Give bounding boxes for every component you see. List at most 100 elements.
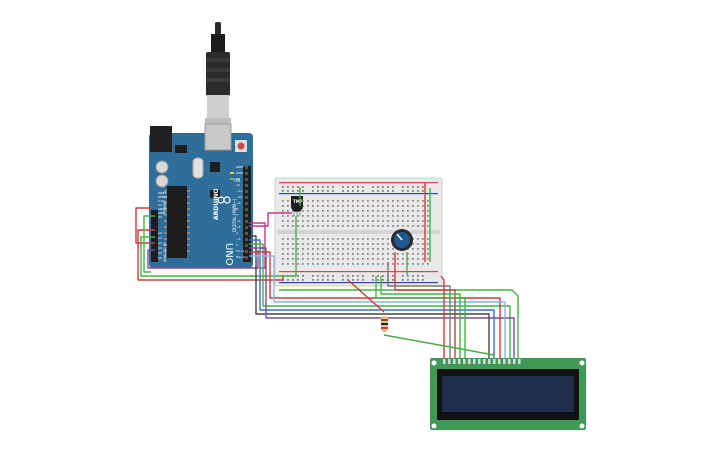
breadboard-hole[interactable] bbox=[282, 243, 284, 245]
breadboard-hole[interactable] bbox=[302, 253, 304, 255]
breadboard-hole[interactable] bbox=[422, 248, 424, 250]
breadboard-hole[interactable] bbox=[397, 253, 399, 255]
lcd-pin[interactable] bbox=[468, 359, 471, 364]
breadboard-hole[interactable] bbox=[412, 200, 414, 202]
breadboard-hole[interactable] bbox=[327, 275, 329, 277]
breadboard-hole[interactable] bbox=[377, 205, 379, 207]
breadboard-hole[interactable] bbox=[352, 210, 354, 212]
breadboard-hole[interactable] bbox=[282, 248, 284, 250]
breadboard-hole[interactable] bbox=[327, 190, 329, 192]
breadboard-hole[interactable] bbox=[292, 253, 294, 255]
breadboard-hole[interactable] bbox=[412, 220, 414, 222]
breadboard-hole[interactable] bbox=[297, 238, 299, 240]
breadboard-hole[interactable] bbox=[282, 190, 284, 192]
breadboard-hole[interactable] bbox=[292, 215, 294, 217]
breadboard-hole[interactable] bbox=[427, 253, 429, 255]
breadboard-hole[interactable] bbox=[352, 215, 354, 217]
breadboard-hole[interactable] bbox=[342, 215, 344, 217]
breadboard-hole[interactable] bbox=[317, 225, 319, 227]
breadboard-hole[interactable] bbox=[337, 210, 339, 212]
lcd-pin[interactable] bbox=[443, 359, 446, 364]
breadboard-hole[interactable] bbox=[382, 243, 384, 245]
breadboard-hole[interactable] bbox=[317, 205, 319, 207]
breadboard-hole[interactable] bbox=[412, 279, 414, 281]
breadboard-hole[interactable] bbox=[327, 263, 329, 265]
breadboard-hole[interactable] bbox=[362, 186, 364, 188]
breadboard-hole[interactable] bbox=[287, 190, 289, 192]
breadboard-hole[interactable] bbox=[407, 205, 409, 207]
breadboard-hole[interactable] bbox=[372, 220, 374, 222]
breadboard-hole[interactable] bbox=[357, 225, 359, 227]
breadboard-hole[interactable] bbox=[412, 263, 414, 265]
breadboard-hole[interactable] bbox=[377, 200, 379, 202]
breadboard-hole[interactable] bbox=[367, 253, 369, 255]
breadboard-hole[interactable] bbox=[392, 253, 394, 255]
breadboard-hole[interactable] bbox=[302, 275, 304, 277]
breadboard-hole[interactable] bbox=[352, 200, 354, 202]
breadboard-hole[interactable] bbox=[282, 186, 284, 188]
breadboard-hole[interactable] bbox=[332, 200, 334, 202]
breadboard-hole[interactable] bbox=[322, 243, 324, 245]
breadboard-hole[interactable] bbox=[397, 225, 399, 227]
breadboard-hole[interactable] bbox=[422, 215, 424, 217]
breadboard-hole[interactable] bbox=[402, 225, 404, 227]
breadboard-hole[interactable] bbox=[362, 225, 364, 227]
breadboard-hole[interactable] bbox=[307, 248, 309, 250]
breadboard-hole[interactable] bbox=[387, 248, 389, 250]
breadboard-hole[interactable] bbox=[402, 190, 404, 192]
wire-red-lcd[interactable] bbox=[440, 275, 445, 360]
breadboard-hole[interactable] bbox=[407, 275, 409, 277]
breadboard-hole[interactable] bbox=[332, 220, 334, 222]
breadboard-hole[interactable] bbox=[312, 225, 314, 227]
breadboard-hole[interactable] bbox=[342, 279, 344, 281]
breadboard-hole[interactable] bbox=[327, 238, 329, 240]
breadboard-hole[interactable] bbox=[317, 210, 319, 212]
breadboard-hole[interactable] bbox=[352, 258, 354, 260]
breadboard-hole[interactable] bbox=[367, 200, 369, 202]
wire-purple-d4[interactable] bbox=[249, 247, 515, 360]
breadboard-hole[interactable] bbox=[337, 238, 339, 240]
breadboard-hole[interactable] bbox=[342, 263, 344, 265]
wires[interactable] bbox=[135, 183, 519, 360]
breadboard-hole[interactable] bbox=[382, 186, 384, 188]
breadboard-hole[interactable] bbox=[337, 243, 339, 245]
breadboard-hole[interactable] bbox=[397, 258, 399, 260]
breadboard-hole[interactable] bbox=[422, 200, 424, 202]
breadboard-hole[interactable] bbox=[362, 263, 364, 265]
breadboard-hole[interactable] bbox=[332, 258, 334, 260]
breadboard-hole[interactable] bbox=[407, 253, 409, 255]
breadboard-hole[interactable] bbox=[327, 205, 329, 207]
breadboard-hole[interactable] bbox=[372, 275, 374, 277]
breadboard-hole[interactable] bbox=[387, 225, 389, 227]
breadboard-hole[interactable] bbox=[307, 263, 309, 265]
breadboard-hole[interactable] bbox=[307, 258, 309, 260]
breadboard-hole[interactable] bbox=[322, 225, 324, 227]
breadboard-hole[interactable] bbox=[342, 200, 344, 202]
breadboard-hole[interactable] bbox=[297, 215, 299, 217]
breadboard-hole[interactable] bbox=[347, 275, 349, 277]
breadboard-hole[interactable] bbox=[327, 210, 329, 212]
breadboard-hole[interactable] bbox=[292, 238, 294, 240]
breadboard-hole[interactable] bbox=[302, 238, 304, 240]
breadboard-hole[interactable] bbox=[382, 225, 384, 227]
breadboard-hole[interactable] bbox=[302, 186, 304, 188]
breadboard-hole[interactable] bbox=[417, 275, 419, 277]
breadboard-hole[interactable] bbox=[397, 215, 399, 217]
breadboard-hole[interactable] bbox=[302, 248, 304, 250]
breadboard-hole[interactable] bbox=[407, 215, 409, 217]
digital-pin[interactable] bbox=[245, 214, 248, 217]
breadboard-hole[interactable] bbox=[422, 210, 424, 212]
breadboard-hole[interactable] bbox=[417, 190, 419, 192]
breadboard-hole[interactable] bbox=[352, 205, 354, 207]
breadboard-hole[interactable] bbox=[327, 248, 329, 250]
breadboard-hole[interactable] bbox=[322, 275, 324, 277]
breadboard-hole[interactable] bbox=[307, 225, 309, 227]
breadboard-hole[interactable] bbox=[367, 248, 369, 250]
breadboard-hole[interactable] bbox=[337, 220, 339, 222]
breadboard-hole[interactable] bbox=[417, 253, 419, 255]
breadboard-hole[interactable] bbox=[362, 275, 364, 277]
breadboard-hole[interactable] bbox=[402, 200, 404, 202]
breadboard-hole[interactable] bbox=[372, 258, 374, 260]
breadboard-hole[interactable] bbox=[307, 243, 309, 245]
breadboard-hole[interactable] bbox=[287, 215, 289, 217]
